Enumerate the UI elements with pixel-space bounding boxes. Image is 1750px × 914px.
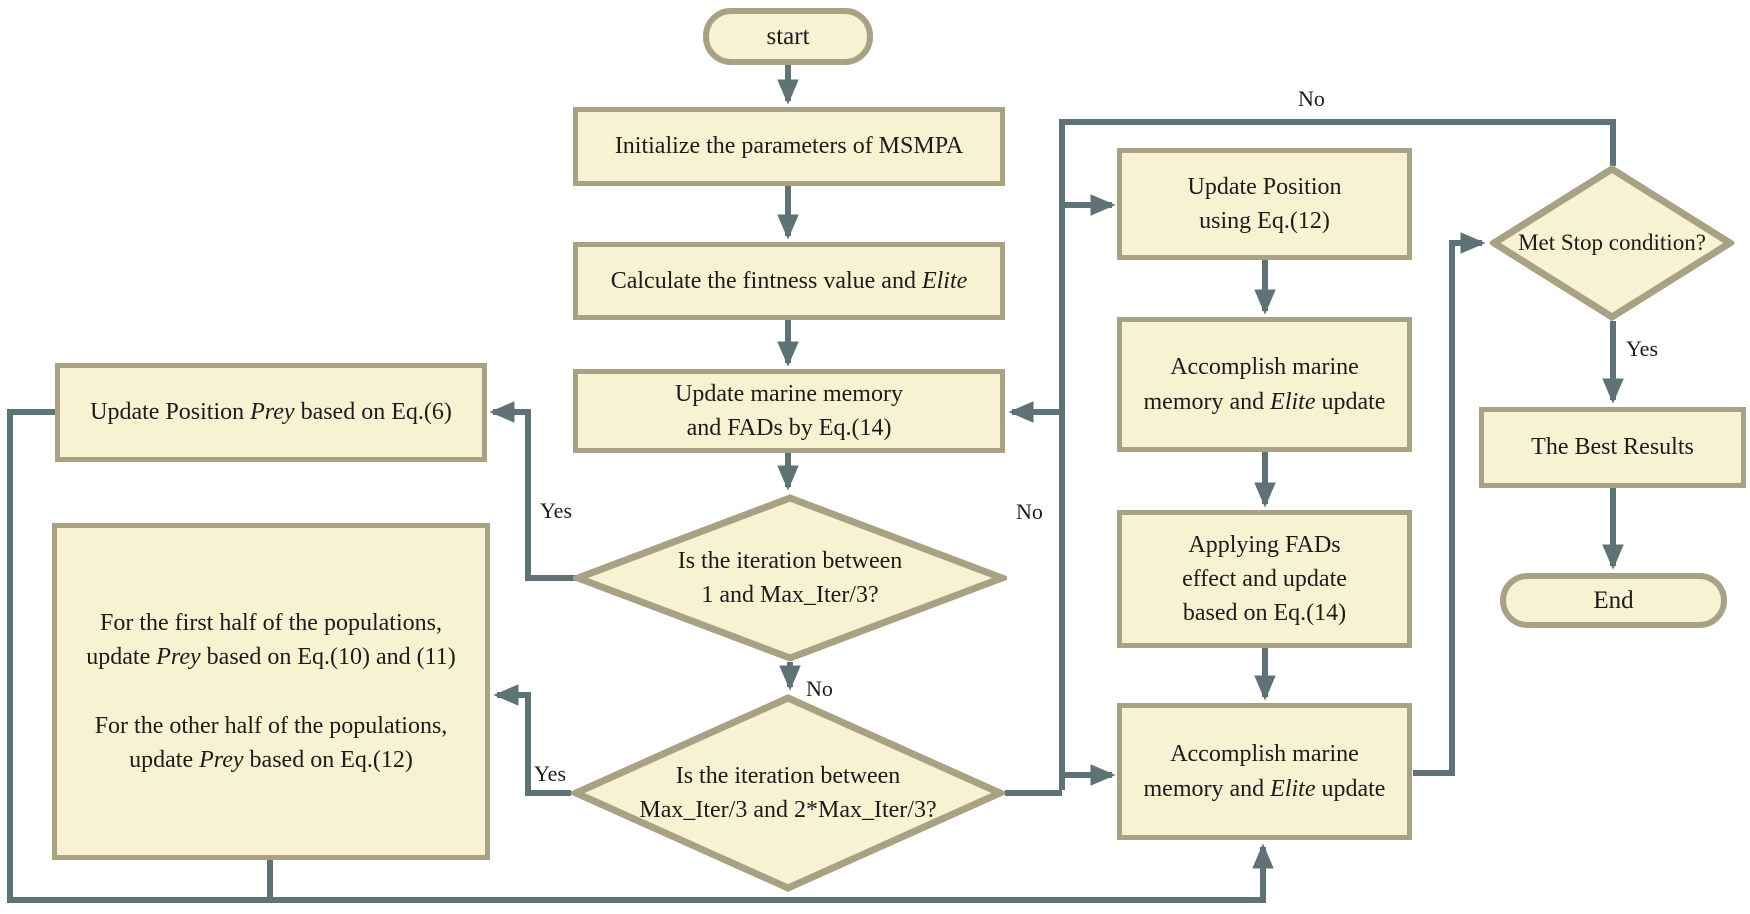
node-update-prey-halves: For the first half of the populations,up… (52, 523, 490, 860)
decision-met-stop-condition: Met Stop condition? (1490, 165, 1734, 321)
edge-prey6-loop-accomplish2 (7, 409, 1274, 903)
diamond-shape (573, 494, 1007, 662)
edge-label-no-decision1: No (806, 676, 833, 701)
edge-label-yes-metstop: Yes (1626, 336, 1659, 361)
node-start-label: start (766, 22, 810, 50)
node-update-prey-eq6-label: Update Position Prey based on Eq.(6) (90, 399, 452, 426)
edge-no-loop-spine (1059, 119, 1616, 790)
node-end-label: End (1593, 586, 1634, 614)
node-calculate-fitness: Calculate the fintness value and Elite (573, 242, 1005, 320)
node-calculate-label: Calculate the fintness value and Elite (610, 267, 968, 294)
diamond-shape (1490, 165, 1734, 321)
node-start: start (703, 8, 873, 65)
edge-label-no-decision2: No (1016, 499, 1043, 524)
edge-decision1-prey6-yes (489, 401, 577, 581)
diamond-shape (571, 694, 1005, 892)
node-initialize-label: Initialize the parameters of MSMPA (614, 133, 964, 160)
edge-label-no-metstop-loop: No (1298, 86, 1325, 111)
edge-label-yes-decision1: Yes (540, 498, 573, 523)
edge-label-yes-decision2: Yes (534, 761, 567, 786)
node-best-results-label: The Best Results (1531, 434, 1694, 461)
node-initialize-parameters: Initialize the parameters of MSMPA (573, 107, 1005, 186)
node-best-results: The Best Results (1479, 407, 1746, 488)
node-update-prey-eq6: Update Position Prey based on Eq.(6) (55, 363, 487, 462)
node-end: End (1500, 573, 1727, 628)
edge-accomplish2-metstop (1413, 232, 1486, 776)
edge-decision2-halves-yes (493, 684, 571, 796)
decision-met-stop-label: Met Stop condition? (1518, 229, 1706, 255)
node-update-prey-halves-label: For the first half of the populations,up… (86, 610, 456, 773)
